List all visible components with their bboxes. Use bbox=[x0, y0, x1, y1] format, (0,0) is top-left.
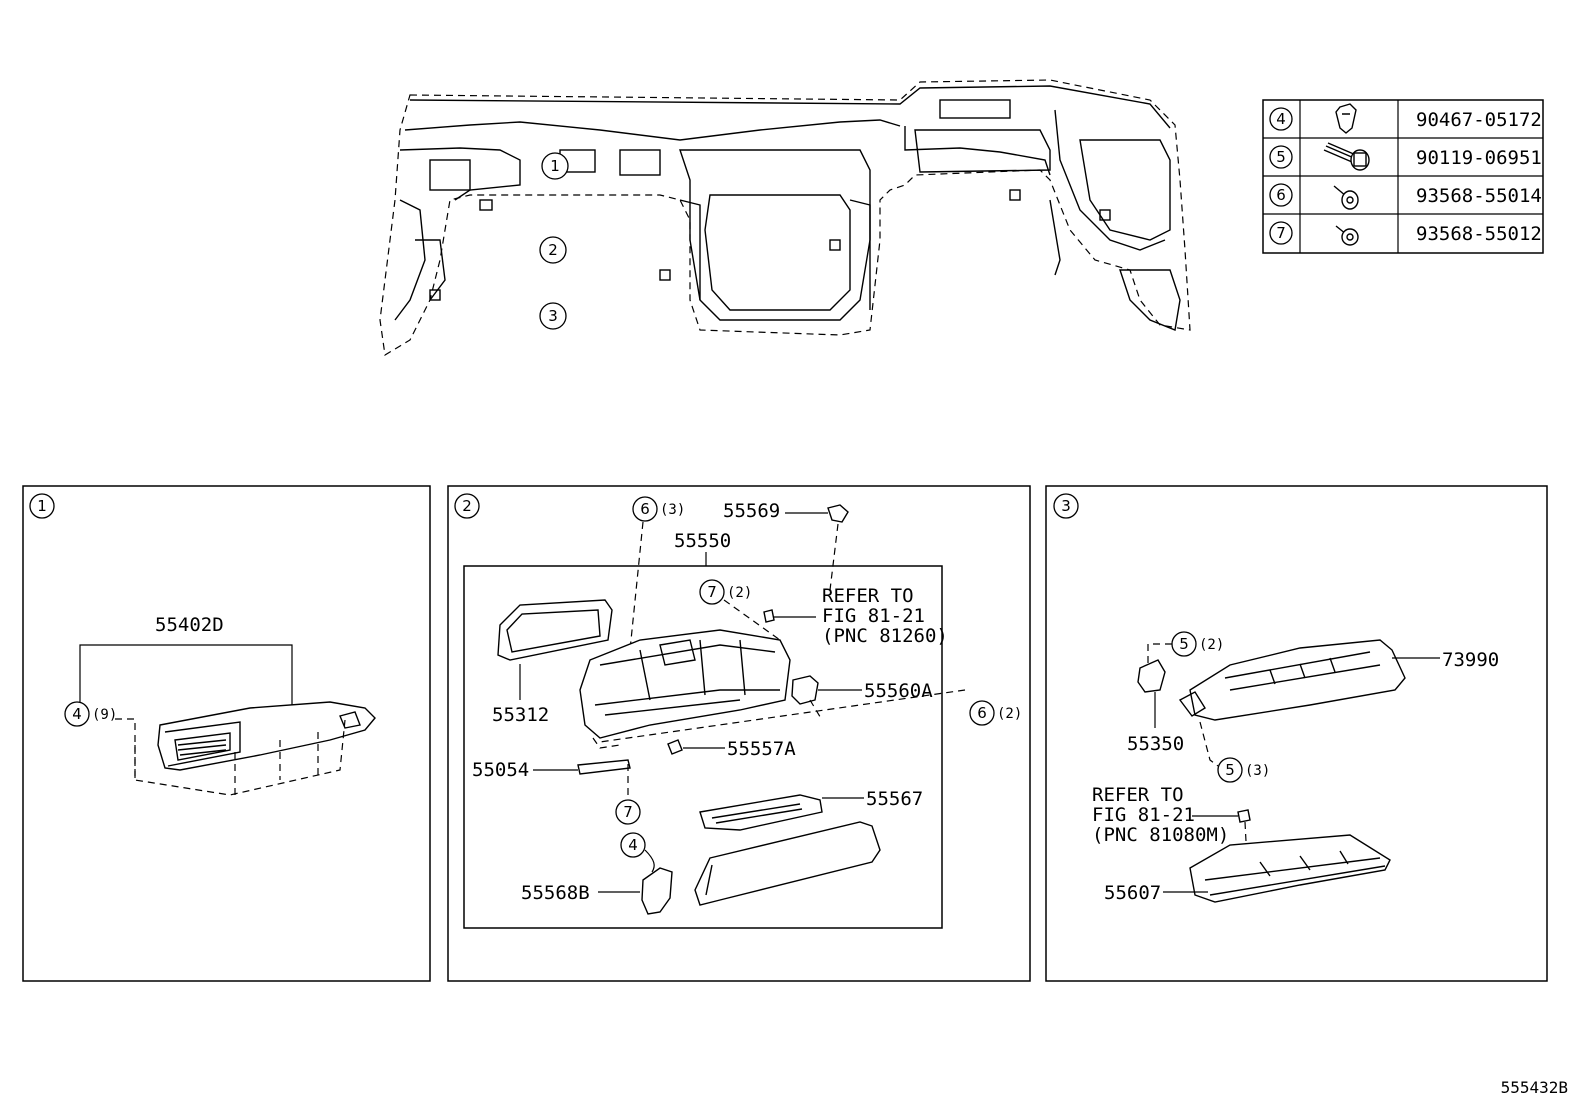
part-label-55402d: 55402D bbox=[155, 614, 224, 636]
callout-5-qty2: 5 bbox=[1179, 635, 1189, 653]
part-label-55054: 55054 bbox=[472, 759, 529, 781]
bolt-with-washer-icon bbox=[1323, 142, 1370, 171]
legend-ref-6-label: 6 bbox=[1276, 186, 1286, 204]
legend-part-no-6: 93568-55014 bbox=[1416, 185, 1542, 207]
overview-callout-1 bbox=[541, 152, 569, 180]
legend-part-no-7: 93568-55012 bbox=[1416, 223, 1542, 245]
fastener-legend-table: 4 90467-05172 5 90119-06951 6 93568-5501… bbox=[1262, 99, 1544, 254]
refer-line-3: (PNC 81260) bbox=[822, 625, 948, 647]
part-label-55567: 55567 bbox=[866, 788, 923, 810]
upper-instrument-panel-part bbox=[157, 701, 376, 771]
callout-6-qty2-count: (2) bbox=[997, 706, 1022, 722]
callout-6-qty3-count: (3) bbox=[660, 502, 685, 518]
clip-callout-4: 4 bbox=[72, 705, 82, 723]
part-label-55560a: 55560A bbox=[864, 680, 933, 702]
legend-part-no-5: 90119-06951 bbox=[1416, 147, 1542, 169]
refer-clip-part bbox=[1237, 809, 1251, 823]
legend-ref-7 bbox=[1269, 221, 1293, 245]
legend-ref-5 bbox=[1269, 145, 1293, 169]
overview-callout-1-label: 1 bbox=[550, 157, 560, 175]
glove-box-door bbox=[694, 821, 881, 906]
callout-5-qty3: 5 bbox=[1225, 761, 1235, 779]
callout-6-qty2: 6 bbox=[977, 704, 987, 722]
glove-box-housing bbox=[579, 629, 791, 739]
part-73990-panel bbox=[1178, 639, 1406, 721]
legend-ref-4-label: 4 bbox=[1276, 110, 1286, 128]
overview-callout-3 bbox=[539, 302, 567, 330]
callout-5-qty3-count: (3) bbox=[1245, 763, 1270, 779]
callout-4: 4 bbox=[628, 836, 638, 854]
part-label-55568b: 55568B bbox=[521, 882, 590, 904]
refer-line-1-panel3: REFER TO bbox=[1092, 784, 1184, 806]
refer-line-1: REFER TO bbox=[822, 585, 914, 607]
callout-5-qty2-count: (2) bbox=[1199, 637, 1224, 653]
part-55607-glove-box bbox=[1189, 834, 1391, 903]
clip-icon bbox=[1335, 103, 1357, 134]
detail-panel-1: 1 55402D 4 (9) bbox=[22, 485, 431, 982]
legend-ref-4 bbox=[1269, 107, 1293, 131]
clip-qty: (9) bbox=[92, 707, 117, 723]
part-55312-frame bbox=[497, 599, 613, 661]
panel-2-ref: 2 bbox=[462, 497, 472, 515]
overview-callout-2 bbox=[539, 236, 567, 264]
panel-1-ref: 1 bbox=[37, 497, 47, 515]
callout-7-qty2-count: (2) bbox=[727, 585, 752, 601]
callout-7: 7 bbox=[623, 803, 633, 821]
refer-line-2-panel3: FIG 81-21 bbox=[1092, 804, 1195, 826]
legend-ref-6 bbox=[1269, 183, 1293, 207]
detail-panel-2: 2 55550 6 (3) 55569 REFER TO FIG 81-21 (… bbox=[447, 485, 1031, 982]
part-label-55312: 55312 bbox=[492, 704, 549, 726]
overview-callout-2-label: 2 bbox=[548, 241, 558, 259]
instrument-panel-overview: 1 2 3 bbox=[379, 79, 1191, 356]
diagram-code: 555432B bbox=[1501, 1078, 1568, 1097]
panel-3-ref: 3 bbox=[1061, 497, 1071, 515]
refer-line-2: FIG 81-21 bbox=[822, 605, 925, 627]
legend-ref-7-label: 7 bbox=[1276, 224, 1286, 242]
screw-icon bbox=[1333, 185, 1359, 210]
legend-ref-5-label: 5 bbox=[1276, 148, 1286, 166]
part-label-55550: 55550 bbox=[674, 530, 731, 552]
part-label-55350: 55350 bbox=[1127, 733, 1184, 755]
part-55569-bracket bbox=[827, 504, 849, 523]
callout-6-qty3: 6 bbox=[640, 500, 650, 518]
part-label-55607: 55607 bbox=[1104, 882, 1161, 904]
part-55350-bracket bbox=[1137, 659, 1166, 693]
part-55557a-damper bbox=[667, 739, 683, 755]
part-55054-pin bbox=[577, 759, 631, 775]
part-55567-tray bbox=[699, 794, 823, 831]
screw-7-part bbox=[763, 609, 775, 623]
part-55560a-latch bbox=[791, 675, 819, 705]
part-label-55569: 55569 bbox=[723, 500, 780, 522]
overview-callout-3-label: 3 bbox=[548, 307, 558, 325]
refer-line-3-panel3: (PNC 81080M) bbox=[1092, 824, 1229, 846]
part-label-55557a: 55557A bbox=[727, 738, 796, 760]
detail-panel-3: 3 5 (2) 55350 73990 5 (3) REFER TO FIG 8… bbox=[1045, 485, 1548, 982]
legend-part-no-4: 90467-05172 bbox=[1416, 109, 1542, 131]
part-55568b-hinge bbox=[641, 867, 673, 915]
callout-7-qty2: 7 bbox=[707, 583, 717, 601]
screw-icon bbox=[1335, 225, 1359, 246]
part-label-73990: 73990 bbox=[1442, 649, 1499, 671]
